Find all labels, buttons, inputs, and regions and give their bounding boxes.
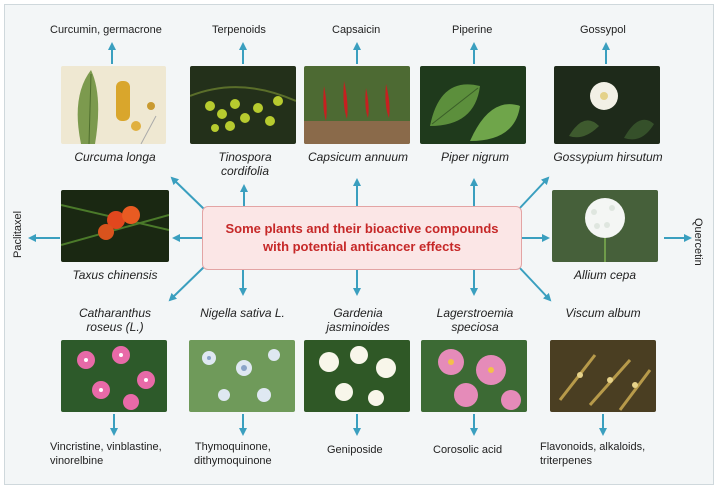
photo-capsicum-annuum [304,66,410,144]
photo-taxus-chinensis [61,190,169,262]
compound-corosolic-acid: Corosolic acid [433,444,503,456]
plant-gossypium-hirsutum: Gossypium hirsutum [553,150,663,164]
compound-terpenoids: Terpenoids [212,24,266,36]
plant-gardenia-jasminoides: Gardenia jasminoides [326,306,390,334]
compound-piperine: Piperine [452,24,493,36]
plant-curcuma-longa: Curcuma longa [74,150,156,164]
compound-capsaicin: Capsaicin [332,24,381,36]
plant-tinospora-cordifolia: Tinospora cordifolia [218,150,272,178]
photo-allium-cepa [552,190,658,262]
photo-gossypium-hirsutum [554,66,660,144]
photo-lagerstroemia-speciosa [421,340,527,412]
photo-gardenia-jasminoides [304,340,410,412]
plant-lagerstroemia-speciosa: Lagerstroemia speciosa [436,306,514,334]
compound-curcumin: Curcumin, germacrone [50,24,162,36]
plant-piper-nigrum: Piper nigrum [440,150,510,164]
plant-nigella-sativa: Nigella sativa L. [200,306,285,320]
compound-quercetin: Quercetin [692,218,704,266]
plant-taxus-chinensis: Taxus chinensis [72,268,158,282]
center-title: Some plants and their bioactive compound… [225,221,499,254]
arrow-center-gossypium [517,176,550,211]
photo-viscum-album [550,340,656,412]
photo-nigella-sativa [189,340,295,412]
photo-tinospora-cordifolia [190,66,296,144]
compound-vincristine: Vincristine, vinblastine, vinorelbine [50,441,162,467]
plant-capsicum-annuum: Capsicum annuum [307,150,409,164]
plant-viscum-album: Viscum album [565,306,641,320]
plant-allium-cepa: Allium cepa [573,268,637,282]
compound-thymoquinone: Thymoquinone, dithymoquinone [194,441,272,467]
center-title-box: Some plants and their bioactive compound… [202,206,522,270]
photo-catharanthus-roseus [61,340,167,412]
arrow-center-curcuma [170,176,206,211]
compound-flavonoids: Flavonoids, alkaloids, triterpenes [540,441,646,467]
plant-catharanthus-roseus: Catharanthus roseus (L.) [78,306,152,334]
compound-geniposide: Geniposide [327,444,383,456]
photo-piper-nigrum [420,66,526,144]
arrow-center-catharanthus [168,265,206,302]
compound-gossypol: Gossypol [580,24,626,36]
photo-curcuma-longa [61,66,166,144]
compound-paclitaxel: Paclitaxel [12,210,24,258]
arrow-center-viscum [517,265,552,302]
